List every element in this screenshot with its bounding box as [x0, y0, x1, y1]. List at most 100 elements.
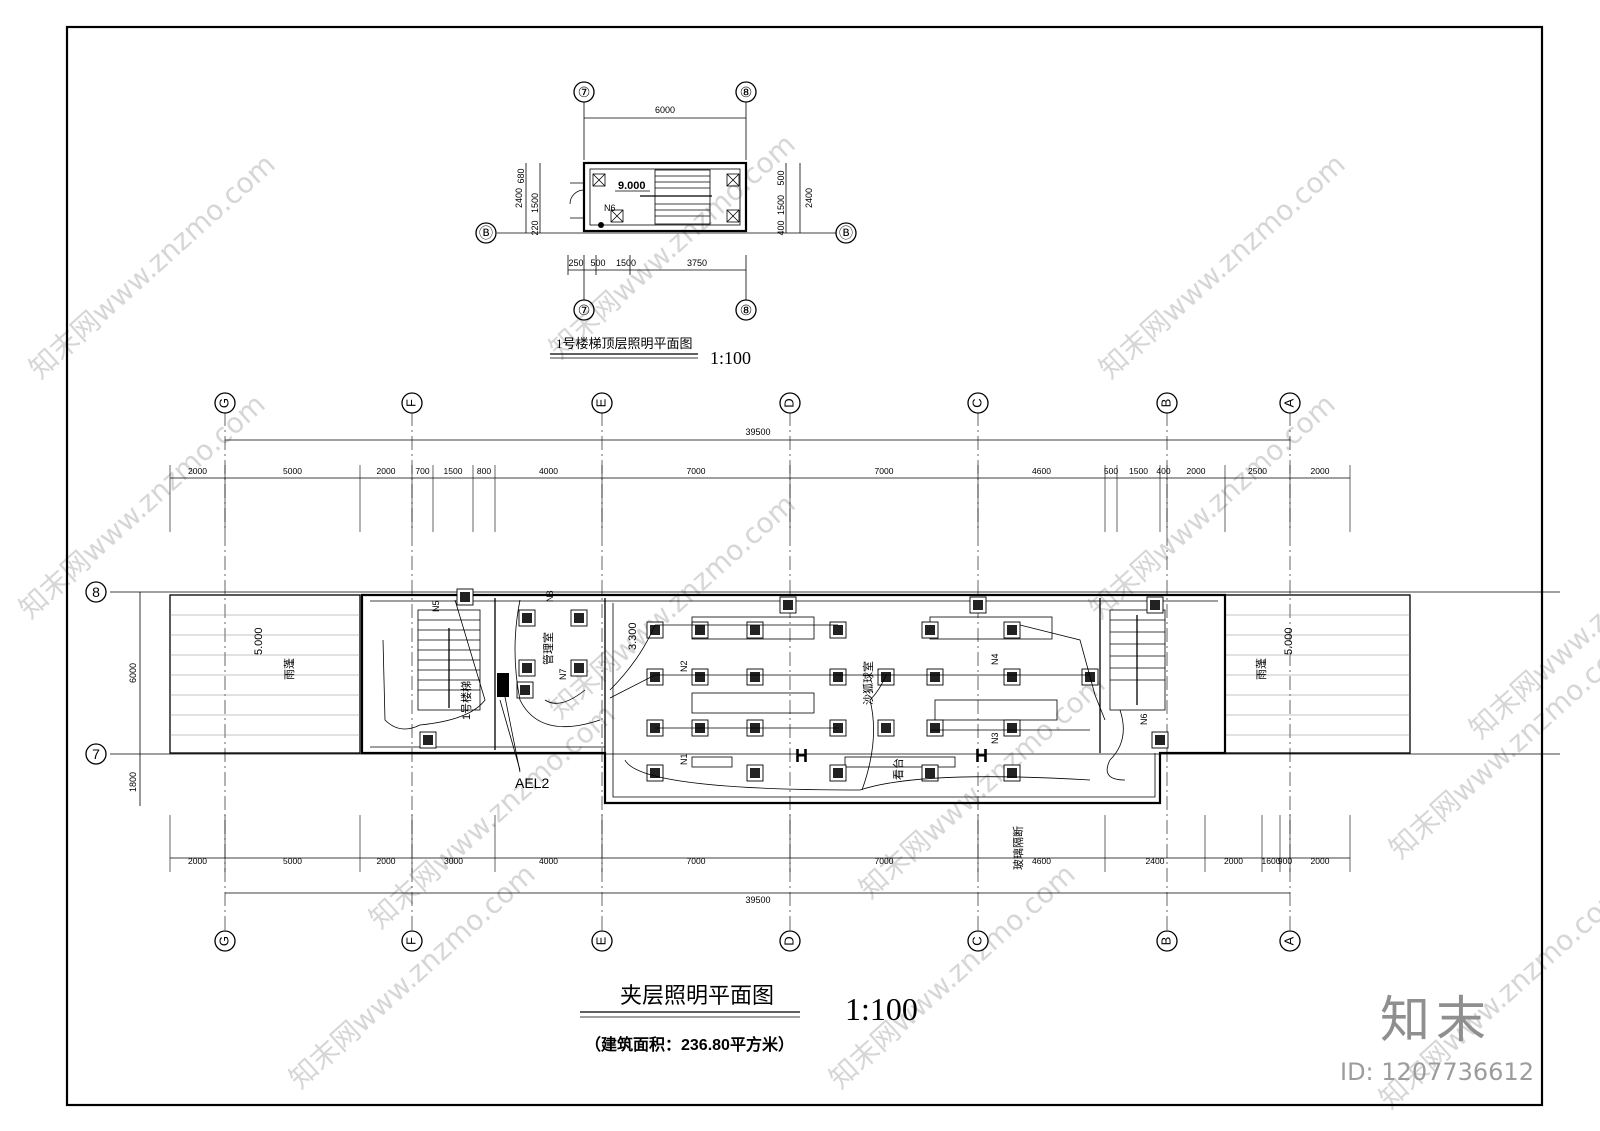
- axis-label: E: [593, 936, 608, 945]
- dim-left-6000: 6000: [128, 663, 138, 683]
- axis-label: C: [969, 398, 984, 407]
- axis-label: ⑧: [740, 302, 753, 318]
- dim-label: 680: [516, 168, 526, 183]
- circuit-label: N3: [990, 732, 1000, 744]
- stair-2: [1109, 609, 1166, 711]
- dim-label: 500: [1104, 466, 1118, 476]
- axis-label: B: [1158, 937, 1173, 946]
- light-fixture: [1003, 668, 1021, 686]
- axis-label: Ⓑ: [839, 225, 853, 241]
- axis-bubble: [1279, 392, 1301, 414]
- dim-label: 2400: [804, 188, 814, 208]
- axis-bubble: [1279, 930, 1301, 952]
- light-fixture: [746, 621, 764, 639]
- watermark-text: 知末网www.znzmo.com: [853, 667, 1112, 905]
- wiring: [382, 599, 1126, 791]
- light-fixture: [921, 764, 939, 782]
- top-plan-scale: 1:100: [710, 348, 751, 368]
- axis-bubble: [591, 392, 613, 414]
- light-fixture: [570, 609, 588, 627]
- light-fixture: [926, 719, 944, 737]
- circuit-label: N7: [558, 668, 568, 680]
- light-fixture: [1146, 596, 1164, 614]
- dim-label: 400: [1156, 466, 1170, 476]
- dim-label: 500: [776, 170, 786, 185]
- axis-bubble: [967, 930, 989, 952]
- sheet-border: [65, 25, 1544, 1107]
- circuit-label: N4: [990, 653, 1000, 665]
- dim-label: 1600: [1262, 856, 1281, 866]
- top-stair-plan: ⑦ ⑧ 6000 9.000 N6 680 15: [475, 81, 857, 368]
- dim-label: 2000: [1187, 466, 1206, 476]
- dim-label: 700: [415, 466, 429, 476]
- axis-label: F: [403, 937, 418, 945]
- elevation-label: 3.300: [627, 622, 639, 650]
- dim-label: 1500: [776, 195, 786, 215]
- axis-bubble: [779, 392, 801, 414]
- watermark-text: 知末网www.znzmo.com: [23, 147, 282, 385]
- light-fixture: [877, 668, 895, 686]
- canopy-left: 雨蓬 5.000: [169, 594, 361, 754]
- watermark-text: 知末网www.znzmo.com: [543, 487, 802, 725]
- dim-label: 400: [776, 220, 786, 235]
- light-fixture: [926, 668, 944, 686]
- light-fixture: [516, 681, 534, 699]
- light-fixture: [746, 764, 764, 782]
- dim-label: 2000: [377, 856, 396, 866]
- circuit-label: N6: [604, 203, 616, 213]
- axis-label: D: [781, 936, 796, 945]
- brand-id: ID: 1207736612: [1340, 1058, 1534, 1086]
- circuit-labels: N1 N2 N3 N4 N5 N6 N7 N8: [431, 590, 1149, 765]
- dim-label: 5000: [283, 466, 302, 476]
- axis-bubble: [735, 81, 757, 103]
- dim-label: 900: [1278, 856, 1292, 866]
- stair-1: 1号楼梯: [417, 609, 481, 720]
- watermark-text: 知末网www.znzmo.com: [13, 387, 272, 625]
- dim-label: 7000: [875, 466, 894, 476]
- svg-text:H: H: [975, 746, 988, 766]
- dim-label: 250: [568, 258, 583, 268]
- axis-label: C: [969, 936, 984, 945]
- light-fixture: [646, 621, 664, 639]
- axis-label: G: [216, 398, 231, 408]
- axis-bubble: [401, 930, 423, 952]
- axis-bubble: [967, 392, 989, 414]
- light-fixtures: [419, 588, 1169, 782]
- axis-label: ⑧: [740, 84, 753, 100]
- axis-bubble: [214, 930, 236, 952]
- light-fixture: [1151, 731, 1169, 749]
- light-fixture: [570, 659, 588, 677]
- dim-label: 800: [477, 466, 491, 476]
- light-fixture: [646, 764, 664, 782]
- dim-label: 2400: [514, 188, 524, 208]
- glass-partition-label: 玻璃隔断: [1011, 826, 1025, 870]
- light-fixture: [829, 764, 847, 782]
- main-plan-scale: 1:100: [845, 991, 918, 1027]
- light-fixture: [877, 719, 895, 737]
- dim-label: 1500: [530, 193, 540, 213]
- main-plan-title: 夹层照明平面图: [620, 983, 774, 1008]
- circuit-label: N5: [431, 600, 441, 612]
- dim-label: 1500: [616, 258, 636, 268]
- dim-label: 6000: [655, 105, 675, 115]
- dim-label: 7000: [687, 856, 706, 866]
- light-fixture: [646, 668, 664, 686]
- dim-label: 500: [590, 258, 605, 268]
- mgmt-room-label: 管理室: [541, 632, 555, 665]
- canopy-right-label: 雨蓬: [1255, 658, 1268, 680]
- total-dim-top: 39500: [745, 427, 770, 437]
- dim-label: 4600: [1032, 856, 1051, 866]
- elevation-label: 9.000: [618, 180, 646, 192]
- axis-label: F: [403, 399, 418, 407]
- dim-label: 2000: [188, 856, 207, 866]
- light-fixture: [419, 731, 437, 749]
- hall-label: 沙狐球室: [861, 661, 875, 705]
- light-fixture: [829, 668, 847, 686]
- light-fixture: [779, 596, 797, 614]
- top-plan-title: 1号楼梯顶层照明平面图: [556, 336, 693, 351]
- light-fixture: [1003, 764, 1021, 782]
- dim-label: 5000: [283, 856, 302, 866]
- hall-furniture: H H: [691, 616, 1058, 768]
- light-fixture: [691, 621, 709, 639]
